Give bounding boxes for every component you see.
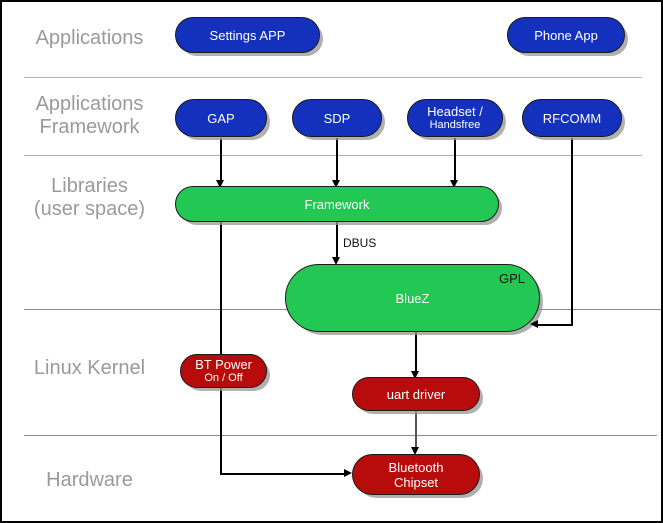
node-label: BlueZ (395, 290, 430, 306)
edge-sdp-framework (336, 138, 338, 182)
arrow-headset-framework (450, 180, 458, 188)
edge-headset-framework (454, 138, 456, 182)
arrow-gap-framework (216, 180, 224, 188)
node-rfcomm[interactable]: RFCOMM (522, 99, 622, 137)
layer-label-linux-kernel: Linux Kernel (33, 357, 146, 379)
layer-label-line1: Applications (35, 93, 144, 115)
node-sublabel: On / Off (204, 372, 243, 384)
node-label: BT Power (195, 357, 252, 372)
node-label: Framework (304, 196, 370, 212)
node-bt-power[interactable]: BT Power On / Off (180, 354, 267, 388)
arrow-uart-chipset (411, 447, 419, 455)
node-label: SDP (323, 110, 351, 126)
node-sublabel: Handsfree (429, 119, 481, 131)
layer-label-applications-framework: Applications Framework (2, 93, 177, 139)
edge-label-dbus: DBUS (343, 236, 377, 250)
arrow-gap-chipset (344, 469, 352, 477)
arrow-rfcomm-bluez (530, 320, 538, 328)
node-headset-handsfree[interactable]: Headset / Handsfree (407, 99, 503, 137)
node-phone-app[interactable]: Phone App (507, 17, 625, 53)
edge-rfcomm-bluez-horizontal (536, 324, 572, 326)
divider-applications-framework (24, 155, 642, 156)
node-label: Settings APP (209, 27, 286, 43)
edge-bluez-uart (415, 332, 417, 374)
node-label: RFCOMM (542, 110, 602, 126)
node-label: uart driver (386, 386, 446, 402)
edge-gap-chipset-horizontal (220, 473, 346, 475)
divider-linux-kernel (24, 435, 657, 436)
divider-applications (24, 77, 642, 78)
arrow-sdp-framework (332, 180, 340, 188)
edge-gap-chipset-vertical (220, 222, 222, 474)
edge-gap-framework (220, 138, 222, 182)
gpl-license-badge: GPL (498, 271, 525, 286)
node-gap[interactable]: GAP (175, 99, 267, 137)
node-sublabel: Chipset (393, 474, 439, 490)
node-framework[interactable]: Framework (175, 186, 499, 222)
arrow-framework-bluez (332, 257, 340, 265)
layer-label-applications: Applications (35, 27, 144, 49)
node-uart-driver[interactable]: uart driver (352, 377, 480, 411)
layer-label-line1: Libraries (51, 175, 128, 197)
node-label: GAP (207, 110, 235, 126)
node-label: Phone App (534, 27, 598, 43)
edge-framework-bluez (336, 222, 338, 260)
layer-label-line2: Framework (39, 116, 140, 138)
node-bluez[interactable]: GPL BlueZ (285, 264, 540, 332)
arrow-bluez-uart (411, 371, 419, 379)
node-label: Headset / (427, 104, 483, 119)
node-settings-app[interactable]: Settings APP (175, 17, 320, 53)
edge-uart-chipset (415, 410, 417, 452)
layer-label-libraries: Libraries (user space) (2, 175, 177, 221)
node-bluetooth-chipset[interactable]: Bluetooth Chipset (352, 454, 480, 495)
layer-label-hardware: Hardware (46, 469, 133, 491)
edge-rfcomm-bluez-vertical (571, 138, 573, 326)
node-sdp[interactable]: SDP (292, 99, 382, 137)
node-label: Bluetooth (388, 459, 444, 475)
layer-label-line2: (user space) (33, 198, 146, 220)
